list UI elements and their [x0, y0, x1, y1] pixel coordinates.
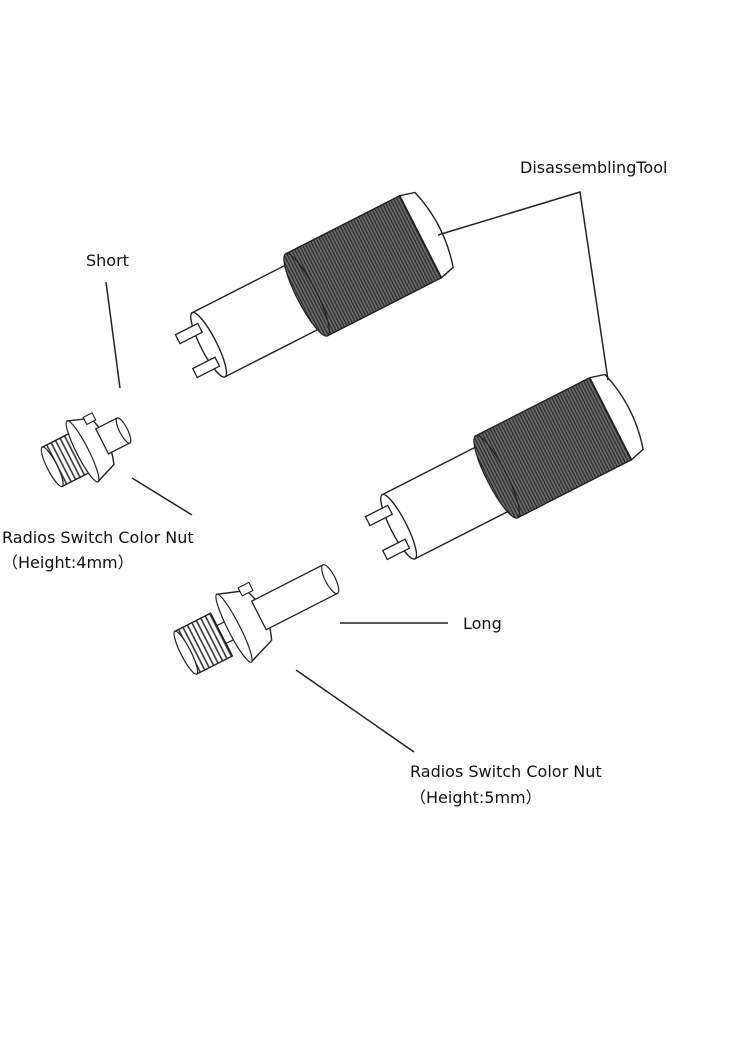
leader-short — [105, 281, 121, 389]
disassembling-tool-lower — [364, 373, 644, 561]
label-nut-small-name: Radios Switch Color Nut — [2, 528, 194, 547]
leader-nut-large — [295, 669, 415, 753]
leader-nut-small — [131, 477, 193, 516]
leader-disassembling-tool — [437, 191, 609, 381]
disassembling-tool-upper — [174, 191, 454, 379]
label-short: Short — [86, 251, 129, 270]
color-nut-large — [173, 564, 340, 676]
label-disassembling-tool: DisassemblingTool — [520, 158, 668, 177]
color-nut-small — [40, 412, 132, 488]
label-nut-large-name: Radios Switch Color Nut — [410, 762, 602, 781]
leader-lines — [105, 191, 609, 753]
label-long: Long — [463, 614, 502, 633]
label-nut-large-height: （Height:5mm） — [410, 788, 542, 807]
label-nut-small-height: （Height:4mm） — [2, 553, 134, 572]
